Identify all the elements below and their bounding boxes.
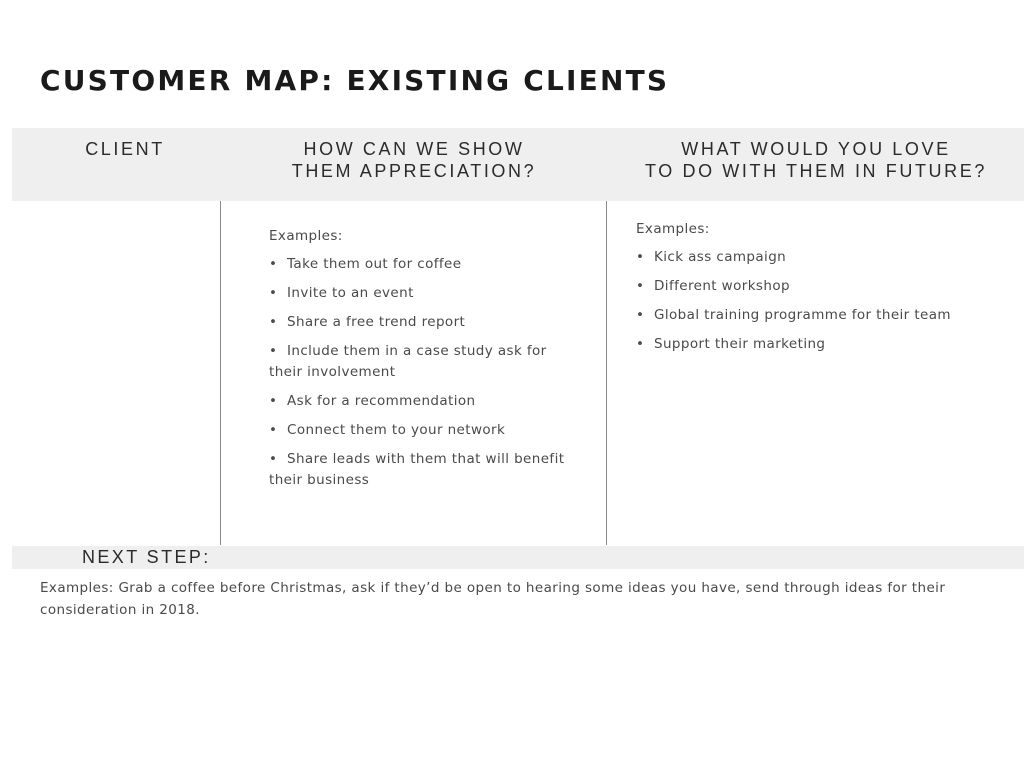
appreciation-cell: Examples: • Take them out for coffee • Inv… <box>269 226 584 499</box>
list-item-text: Ask for a recommendation <box>287 393 476 409</box>
bullet-icon: • <box>269 285 278 301</box>
column-heading-line: HOW CAN WE SHOW <box>303 139 525 159</box>
list-item: • Kick ass campaign <box>636 247 951 268</box>
next-step-band <box>12 546 1024 569</box>
bullet-icon: • <box>636 249 645 265</box>
list-item-text: Global training programme for their team <box>654 307 951 323</box>
table-header-band <box>12 128 1024 201</box>
bullet-icon: • <box>636 307 645 323</box>
examples-label: Examples: <box>269 228 343 244</box>
page-title: CUSTOMER MAP: EXISTING CLIENTS <box>40 64 670 97</box>
bullet-icon: • <box>269 422 278 438</box>
list-item: •Include them in a case study ask for th… <box>269 341 584 383</box>
bullet-icon: • <box>269 256 278 272</box>
list-item: • Invite to an event <box>269 283 584 304</box>
list-item-text: Include them in a case study ask for the… <box>269 343 547 380</box>
list-item-text: Invite to an event <box>287 285 414 301</box>
list-item-text: Support their marketing <box>654 336 826 352</box>
column-heading-line: CLIENT <box>85 139 165 159</box>
list-item: • Ask for a recommendation <box>269 391 584 412</box>
column-heading-client: CLIENT <box>40 138 210 160</box>
list-item: • Connect them to your network <box>269 420 584 441</box>
list-item-text: Kick ass campaign <box>654 249 787 265</box>
bullet-icon: • <box>269 393 278 409</box>
appreciation-list: • Take them out for coffee • Invite to an … <box>269 254 584 491</box>
list-item: • Global training programme for their tea… <box>636 305 951 326</box>
future-cell: Examples: • Kick ass campaign • Different … <box>636 219 951 363</box>
list-item-text: Share a free trend report <box>287 314 466 330</box>
bullet-icon: • <box>636 336 645 352</box>
bullet-icon: • <box>269 451 278 467</box>
list-item: • Different workshop <box>636 276 951 297</box>
list-item-text: Take them out for coffee <box>287 256 462 272</box>
bullet-icon: • <box>269 314 278 330</box>
next-step-label: NEXT STEP: <box>82 547 211 567</box>
list-item-text: Different workshop <box>654 278 790 294</box>
examples-label: Examples: <box>636 221 710 237</box>
bullet-icon: • <box>269 343 278 359</box>
list-item-text: Connect them to your network <box>287 422 506 438</box>
list-item-text: Share leads with them that will benefit … <box>269 451 565 488</box>
column-divider <box>220 201 221 545</box>
list-item: • Take them out for coffee <box>269 254 584 275</box>
column-heading-appreciation: HOW CAN WE SHOW THEM APPRECIATION? <box>222 138 606 182</box>
future-list: • Kick ass campaign • Different workshop •… <box>636 247 951 355</box>
column-heading-line: WHAT WOULD YOU LOVE <box>681 139 951 159</box>
list-item: • Share a free trend report <box>269 312 584 333</box>
list-item: •Share leads with them that will benefit… <box>269 449 584 491</box>
column-heading-future: WHAT WOULD YOU LOVE TO DO WITH THEM IN F… <box>608 138 1024 182</box>
next-step-text: Examples: Grab a coffee before Christmas… <box>40 580 946 618</box>
column-heading-line: TO DO WITH THEM IN FUTURE? <box>645 161 987 181</box>
column-divider <box>606 201 607 545</box>
column-heading-line: THEM APPRECIATION? <box>291 161 537 181</box>
bullet-icon: • <box>636 278 645 294</box>
list-item: • Support their marketing <box>636 334 951 355</box>
